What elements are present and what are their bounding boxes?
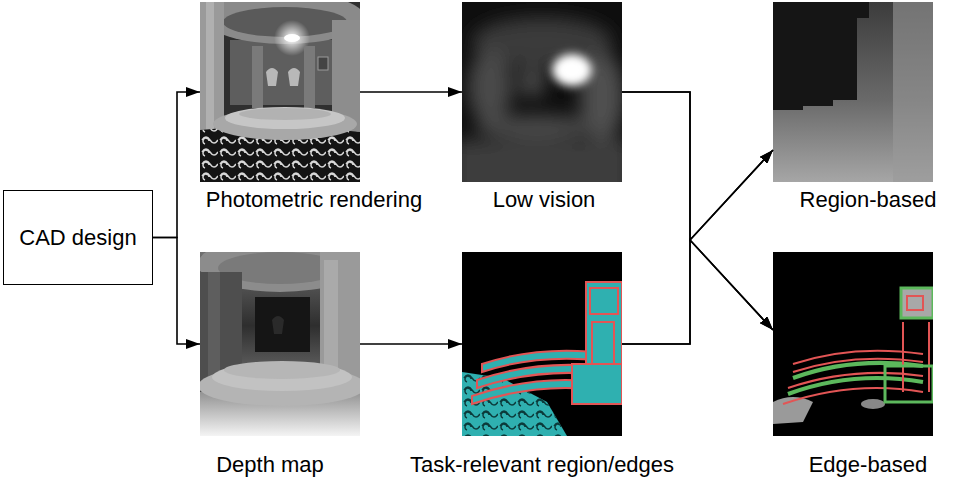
- process-box: CAD design: [3, 190, 153, 285]
- low-vision-image: [462, 140, 622, 182]
- image-panel: Region-based: [773, 2, 933, 182]
- photometric-image: [284, 34, 300, 42]
- panel-caption: Low vision: [493, 187, 596, 212]
- low-vision-image: [518, 66, 546, 98]
- depth-image: [200, 252, 360, 436]
- flow-arrow: [153, 92, 200, 238]
- flow-arrow: [622, 150, 773, 344]
- edge-result-image: [902, 322, 904, 392]
- edge-result-image: [773, 252, 933, 436]
- photometric-image: [288, 68, 300, 86]
- image-panel: Depth map: [200, 252, 360, 436]
- image-panel: Photometric rendering: [200, 2, 360, 182]
- task-region-image: [590, 288, 618, 314]
- photometric-image: [304, 46, 315, 108]
- low-vision-image: [475, 115, 599, 139]
- edge-result-image: [885, 366, 933, 402]
- flow-arrow: [153, 238, 200, 345]
- panel-caption: Depth map: [216, 452, 324, 477]
- depth-image: [255, 297, 310, 352]
- region-result-image: [893, 2, 933, 182]
- region-result-image: [773, 2, 933, 182]
- photometric-image: [239, 108, 331, 120]
- photometric-image: [225, 107, 345, 129]
- edge-result-image: [861, 399, 885, 409]
- low-vision-image: [468, 49, 512, 125]
- low-vision-image: [462, 2, 622, 182]
- low-vision-image: [563, 63, 581, 77]
- photometric-image: [252, 46, 263, 108]
- flow-arrow: [622, 92, 773, 330]
- box-label: CAD design: [19, 225, 136, 250]
- panel-caption: Task-relevant region/edges: [410, 452, 674, 477]
- depth-image: [200, 252, 360, 436]
- edge-result-image: [901, 288, 933, 318]
- edge-result-image: [907, 296, 923, 310]
- edge-result-image: [773, 252, 933, 436]
- task-region-image: [462, 252, 622, 436]
- photometric-image: [200, 2, 360, 182]
- low-vision-image: [462, 17, 622, 182]
- photometric-image: [213, 108, 357, 140]
- image-panel: Low vision: [462, 2, 622, 182]
- task-region-image: [462, 252, 622, 436]
- low-vision-image: [552, 54, 592, 86]
- flow-arrow: [360, 91, 462, 93]
- task-region-image: [572, 364, 622, 404]
- depth-image: [208, 272, 220, 387]
- depth-image: [224, 361, 340, 379]
- depth-image: [272, 316, 284, 334]
- edge-result-image: [928, 322, 930, 392]
- region-result-image: [773, 2, 933, 182]
- flow-arrow: [622, 92, 773, 240]
- photometric-image: [266, 68, 278, 86]
- panel-caption: Edge-based: [809, 452, 928, 477]
- image-panel: Edge-based: [773, 252, 933, 436]
- panel-caption: Photometric rendering: [206, 187, 422, 212]
- image-panel: Task-relevant region/edges: [462, 252, 622, 436]
- photometric-image: [200, 2, 360, 182]
- region-result-image: [773, 2, 933, 182]
- flow-arrow: [360, 343, 462, 345]
- panel-caption: Region-based: [800, 187, 937, 212]
- photometric-image: [318, 57, 328, 70]
- flow-arrow: [622, 240, 773, 344]
